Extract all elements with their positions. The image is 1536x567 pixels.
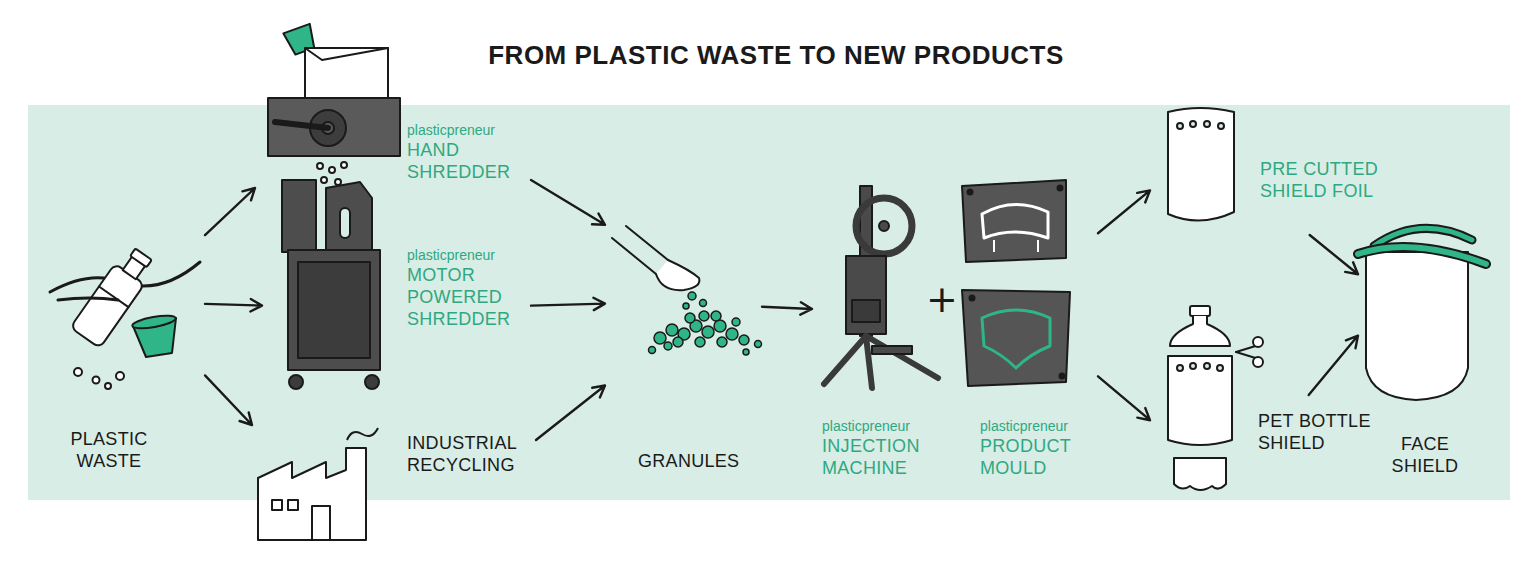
motor-shredder-stage: plasticpreneurMOTOR POWERED SHREDDER <box>262 200 531 392</box>
stage-label: HAND SHREDDER <box>407 139 527 183</box>
stage-label: PLASTIC WASTE <box>54 428 164 472</box>
label-group: PET BOTTLE SHIELD <box>1258 410 1376 454</box>
motor-shredder-illustration <box>282 180 380 389</box>
waste-stage: PLASTIC WASTE <box>40 230 205 485</box>
recycling-stage: INDUSTRIAL RECYCLING <box>252 420 536 545</box>
pet-bottle-illustration <box>1168 306 1263 490</box>
face-shield-illustration <box>1358 228 1486 400</box>
stage-label: MOTOR POWERED SHREDDER <box>407 264 527 330</box>
flow-arrow <box>531 180 605 225</box>
stage-label: FACE SHIELD <box>1377 433 1473 477</box>
bottle-shield-stage: PET BOTTLE SHIELD <box>1150 395 1380 500</box>
brand-name: plasticpreneur <box>980 418 1094 435</box>
stage-label: GRANULES <box>638 450 758 472</box>
label-group: plasticpreneurMOTOR POWERED SHREDDER <box>407 247 527 330</box>
factory-illustration <box>258 428 378 540</box>
brand-name: plasticpreneur <box>822 418 934 435</box>
label-group: FACE SHIELD <box>1377 433 1473 477</box>
label-group: PRE CUTTED SHIELD FOIL <box>1260 158 1388 202</box>
flow-arrow <box>205 188 255 235</box>
injection-machine-stage: plasticpreneurINJECTION MACHINE <box>812 178 938 490</box>
label-group: plasticpreneurINJECTION MACHINE <box>822 418 934 479</box>
hand-shredder-illustration <box>268 24 400 185</box>
flow-arrow <box>762 302 812 314</box>
flow-arrow <box>205 299 262 312</box>
granules-stage: GRANULES <box>605 165 762 480</box>
stage-label: INJECTION MACHINE <box>822 435 934 479</box>
label-group: plasticpreneurHAND SHREDDER <box>407 122 527 183</box>
shield-foil-illustration <box>1168 108 1234 221</box>
stage-label: INDUSTRIAL RECYCLING <box>407 432 532 476</box>
brand-name: plasticpreneur <box>407 247 527 264</box>
label-group: PLASTIC WASTE <box>54 428 164 472</box>
flow-arrow <box>531 298 605 310</box>
plastic-waste-illustration <box>50 244 200 389</box>
stage-label: PRE CUTTED SHIELD FOIL <box>1260 158 1388 202</box>
stage-label: PET BOTTLE SHIELD <box>1258 410 1376 454</box>
product-mould-illustration <box>962 180 1070 386</box>
injection-machine-illustration <box>824 186 938 388</box>
brand-name: plasticpreneur <box>407 122 527 139</box>
diagram-title: FROM PLASTIC WASTE TO NEW PRODUCTS <box>488 40 1064 71</box>
flow-arrow <box>1310 235 1358 274</box>
stage-label: PRODUCT MOULD <box>980 435 1094 479</box>
flow-arrow <box>1098 190 1150 233</box>
hand-shredder-stage: plasticpreneurHAND SHREDDER <box>255 18 531 196</box>
flow-arrow <box>205 375 252 425</box>
flow-arrow <box>1309 336 1358 395</box>
label-group: plasticpreneurPRODUCT MOULD <box>980 418 1094 479</box>
label-group: GRANULES <box>638 450 758 472</box>
plus-sign: + <box>926 280 958 318</box>
product-mould-stage: plasticpreneurPRODUCT MOULD <box>955 165 1098 490</box>
flow-arrow <box>1098 376 1150 420</box>
granules-illustration <box>612 226 762 355</box>
face-shield-stage: FACE SHIELD <box>1358 240 1495 485</box>
background-band <box>28 105 1510 500</box>
shield-foil-stage: PRE CUTTED SHIELD FOIL <box>1150 100 1392 235</box>
label-group: INDUSTRIAL RECYCLING <box>407 432 532 476</box>
flow-arrow <box>536 386 605 441</box>
